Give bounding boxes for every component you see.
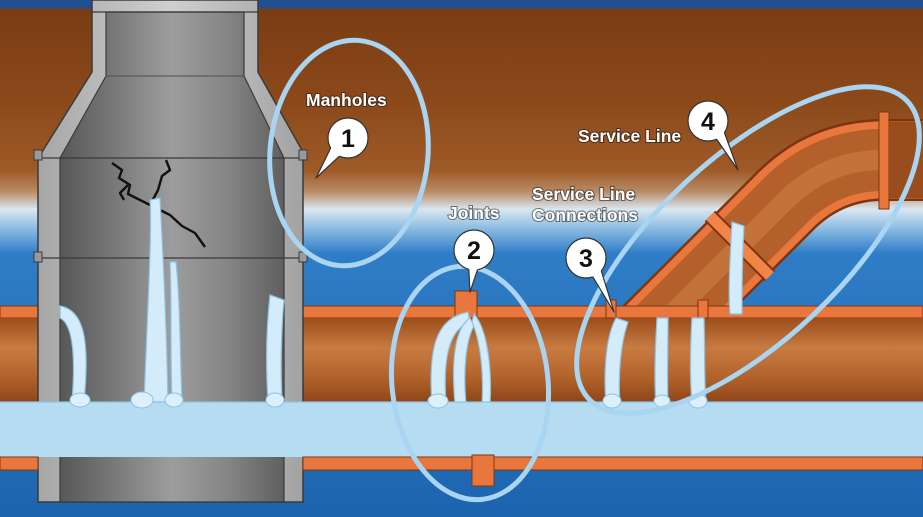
highlight-ellipse-manholes	[267, 37, 431, 269]
callout-bubble-4: 4	[687, 100, 739, 171]
pipe-water-flow	[0, 391, 923, 457]
manhole	[33, 0, 308, 503]
manhole-crack	[111, 159, 206, 248]
highlight-ellipse-service-line	[574, 84, 922, 416]
joint-water-stream	[430, 311, 492, 405]
callout-bubble-1: 1	[315, 117, 369, 179]
highlight-ellipse-joints	[388, 263, 552, 503]
main-sewer-pipe-bottom-wall	[0, 454, 923, 487]
manhole-water-stream	[59, 197, 285, 403]
label-service-line-connections-line2: Connections	[532, 205, 638, 225]
label-service-line-connections-line1: Service Line	[532, 184, 635, 204]
callout-number-4: 4	[701, 108, 715, 136]
callout-bubble-2: 2	[453, 229, 495, 293]
service-line-pipe	[610, 119, 923, 318]
label-joints: Joints	[448, 203, 500, 223]
label-manholes: Manholes	[306, 90, 387, 110]
callout-number-3: 3	[579, 245, 593, 273]
callout-number-2: 2	[467, 237, 481, 265]
label-service-line: Service Line	[578, 126, 681, 146]
connection-water-stream	[604, 221, 745, 405]
callout-number-1: 1	[341, 125, 355, 153]
callout-bubble-3: 3	[565, 237, 615, 313]
